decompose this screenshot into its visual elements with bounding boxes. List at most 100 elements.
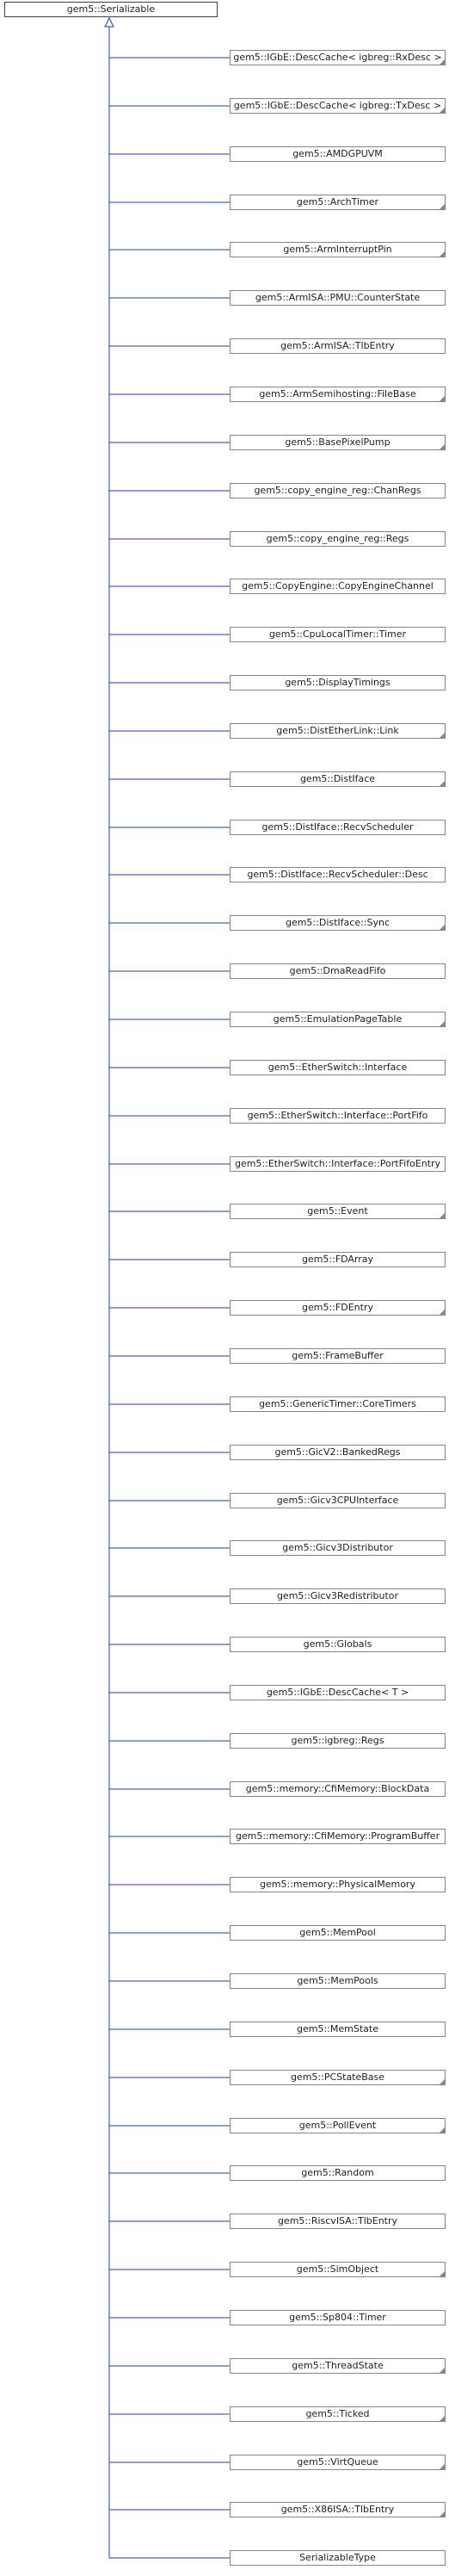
derived-class-box[interactable]: gem5::DmaReadFifo xyxy=(230,963,446,979)
derived-class-label: gem5::EmulationPageTable xyxy=(273,1013,403,1025)
more-subclasses-marker xyxy=(440,925,445,930)
derived-class-box[interactable]: gem5::memory::CfiMemory::BlockData xyxy=(230,1781,446,1797)
derived-class-box[interactable]: gem5::FrameBuffer xyxy=(230,1348,446,1364)
derived-class-box[interactable]: gem5::copy_engine_reg::ChanRegs xyxy=(230,483,446,498)
derived-class-box[interactable]: gem5::EmulationPageTable xyxy=(230,1012,446,1027)
derived-class-label: gem5::ArmISA::TlbEntry xyxy=(280,340,395,351)
derived-class-box[interactable]: gem5::FDArray xyxy=(230,1252,446,1267)
derived-class-label: gem5::Globals xyxy=(303,1638,372,1650)
derived-class-box[interactable]: gem5::EtherSwitch::Interface::PortFifo xyxy=(230,1108,446,1124)
derived-class-label: gem5::MemPools xyxy=(297,1975,378,1986)
derived-class-label: gem5::memory::CfiMemory::BlockData xyxy=(245,1783,430,1794)
more-subclasses-marker xyxy=(440,1021,445,1026)
derived-class-box[interactable]: gem5::EtherSwitch::Interface::PortFifoEn… xyxy=(230,1156,446,1172)
derived-class-box[interactable]: gem5::MemPool xyxy=(230,1925,446,1941)
derived-class-label: gem5::PCStateBase xyxy=(290,2071,385,2083)
derived-class-box[interactable]: gem5::RiscvISA::TlbEntry xyxy=(230,2214,446,2229)
derived-class-box[interactable]: gem5::PCStateBase xyxy=(230,2070,446,2085)
derived-class-box[interactable]: gem5::IGbE::DescCache< igbreg::TxDesc > xyxy=(230,98,446,114)
derived-class-box[interactable]: gem5::Random xyxy=(230,2165,446,2181)
derived-class-box[interactable]: gem5::Globals xyxy=(230,1637,446,1652)
derived-class-label: gem5::GenericTimer::CoreTimers xyxy=(259,1398,416,1409)
derived-class-label: gem5::Sp804::Timer xyxy=(289,2312,386,2323)
derived-class-label: gem5::X86ISA::TlbEntry xyxy=(280,2504,395,2515)
derived-class-box[interactable]: gem5::copy_engine_reg::Regs xyxy=(230,531,446,547)
derived-class-box[interactable]: gem5::MemPools xyxy=(230,1973,446,1989)
derived-class-box[interactable]: gem5::ThreadState xyxy=(230,2358,446,2374)
derived-class-box[interactable]: gem5::DistEtherLink::Link xyxy=(230,723,446,739)
more-subclasses-marker xyxy=(440,2368,445,2373)
more-subclasses-marker xyxy=(440,733,445,738)
derived-class-label: gem5::Random xyxy=(301,2167,374,2178)
derived-class-label: gem5::DistEtherLink::Link xyxy=(276,725,399,736)
derived-class-box[interactable]: gem5::Event xyxy=(230,1204,446,1219)
derived-class-box[interactable]: gem5::CopyEngine::CopyEngineChannel xyxy=(230,579,446,594)
derived-class-box[interactable]: gem5::CpuLocalTimer::Timer xyxy=(230,627,446,642)
derived-class-box[interactable]: gem5::memory::CfiMemory::ProgramBuffer xyxy=(230,1829,446,1844)
derived-class-box[interactable]: gem5::BasePixelPump xyxy=(230,435,446,450)
derived-class-label: gem5::DistIface xyxy=(299,773,376,784)
derived-class-label: gem5::DistIface::RecvScheduler::Desc xyxy=(247,869,428,880)
derived-class-box[interactable]: gem5::DistIface xyxy=(230,771,446,787)
derived-class-label: gem5::MemState xyxy=(297,2023,378,2034)
derived-class-box[interactable]: gem5::EtherSwitch::Interface xyxy=(230,1060,446,1075)
derived-class-box[interactable]: gem5::AMDGPUVM xyxy=(230,146,446,162)
derived-class-label: gem5::VirtQueue xyxy=(297,2456,378,2468)
more-subclasses-marker xyxy=(440,59,445,65)
derived-class-box[interactable]: gem5::FDEntry xyxy=(230,1300,446,1316)
derived-class-box[interactable]: gem5::Gicv3Redistributor xyxy=(230,1588,446,1604)
derived-class-box[interactable]: gem5::ArmInterruptPin xyxy=(230,242,446,257)
derived-class-label: gem5::SimObject xyxy=(296,2263,379,2275)
derived-class-label: gem5::copy_engine_reg::ChanRegs xyxy=(254,485,421,496)
derived-class-label: gem5::CpuLocalTimer::Timer xyxy=(268,629,407,640)
derived-class-label: gem5::memory::CfiMemory::ProgramBuffer xyxy=(235,1830,440,1842)
derived-class-label: gem5::Event xyxy=(307,1205,368,1217)
derived-class-box[interactable]: gem5::ArchTimer xyxy=(230,195,446,210)
derived-class-box[interactable]: SerializableType xyxy=(230,2550,446,2566)
derived-class-box[interactable]: gem5::memory::PhysicalMemory xyxy=(230,1877,446,1892)
derived-class-box[interactable]: gem5::X86ISA::TlbEntry xyxy=(230,2502,446,2517)
derived-class-box[interactable]: gem5::DistIface::RecvScheduler::Desc xyxy=(230,867,446,882)
derived-class-label: gem5::IGbE::DescCache< igbreg::TxDesc > xyxy=(233,100,442,111)
derived-class-box[interactable]: gem5::ArmISA::TlbEntry xyxy=(230,338,446,354)
derived-class-label: gem5::Ticked xyxy=(305,2408,370,2419)
derived-class-label: gem5::DmaReadFifo xyxy=(289,965,386,976)
derived-class-box[interactable]: gem5::SimObject xyxy=(230,2262,446,2277)
derived-class-label: gem5::EtherSwitch::Interface::PortFifoEn… xyxy=(234,1158,441,1169)
derived-class-box[interactable]: gem5::GenericTimer::CoreTimers xyxy=(230,1396,446,1412)
derived-class-label: gem5::IGbE::DescCache< igbreg::RxDesc > xyxy=(233,52,442,63)
derived-class-box[interactable]: gem5::VirtQueue xyxy=(230,2455,446,2470)
derived-class-box[interactable]: gem5::igbreg::Regs xyxy=(230,1733,446,1749)
derived-class-label: gem5::EtherSwitch::Interface::PortFifo xyxy=(247,1110,428,1121)
derived-class-box[interactable]: gem5::DisplayTimings xyxy=(230,675,446,690)
derived-class-box[interactable]: gem5::GicV2::BankedRegs xyxy=(230,1445,446,1460)
derived-class-box[interactable]: gem5::ArmISA::PMU::CounterState xyxy=(230,290,446,306)
more-subclasses-marker xyxy=(440,2464,445,2469)
derived-class-box[interactable]: gem5::DistIface::Sync xyxy=(230,915,446,931)
derived-class-label: gem5::MemPool xyxy=(299,1927,376,1938)
more-subclasses-marker xyxy=(440,396,445,401)
derived-class-box[interactable]: gem5::Gicv3CPUInterface xyxy=(230,1493,446,1508)
derived-class-box[interactable]: gem5::PollEvent xyxy=(230,2118,446,2133)
root-class-box[interactable]: gem5::Serializable xyxy=(4,2,218,17)
derived-class-box[interactable]: gem5::MemState xyxy=(230,2022,446,2037)
more-subclasses-marker xyxy=(440,444,445,449)
derived-class-label: gem5::igbreg::Regs xyxy=(291,1735,384,1746)
derived-class-label: gem5::FDArray xyxy=(301,1254,374,1265)
derived-class-label: gem5::CopyEngine::CopyEngineChannel xyxy=(242,580,434,591)
derived-class-box[interactable]: gem5::IGbE::DescCache< T > xyxy=(230,1685,446,1700)
derived-class-box[interactable]: gem5::DistIface::RecvScheduler xyxy=(230,820,446,835)
more-subclasses-marker xyxy=(440,1213,445,1218)
derived-class-box[interactable]: gem5::Sp804::Timer xyxy=(230,2310,446,2325)
more-subclasses-marker xyxy=(440,2416,445,2421)
derived-class-box[interactable]: gem5::IGbE::DescCache< igbreg::RxDesc > xyxy=(230,50,446,65)
derived-class-label: gem5::Gicv3Distributor xyxy=(282,1542,393,1553)
derived-class-label: gem5::ArmInterruptPin xyxy=(283,244,392,255)
derived-class-box[interactable]: gem5::Ticked xyxy=(230,2406,446,2422)
derived-class-label: gem5::RiscvISA::TlbEntry xyxy=(277,2215,398,2226)
derived-class-label: gem5::BasePixelPump xyxy=(285,437,391,448)
derived-class-label: gem5::PollEvent xyxy=(298,2120,377,2131)
derived-class-box[interactable]: gem5::ArmSemihosting::FileBase xyxy=(230,387,446,402)
more-subclasses-marker xyxy=(440,2511,445,2517)
derived-class-box[interactable]: gem5::Gicv3Distributor xyxy=(230,1540,446,1556)
